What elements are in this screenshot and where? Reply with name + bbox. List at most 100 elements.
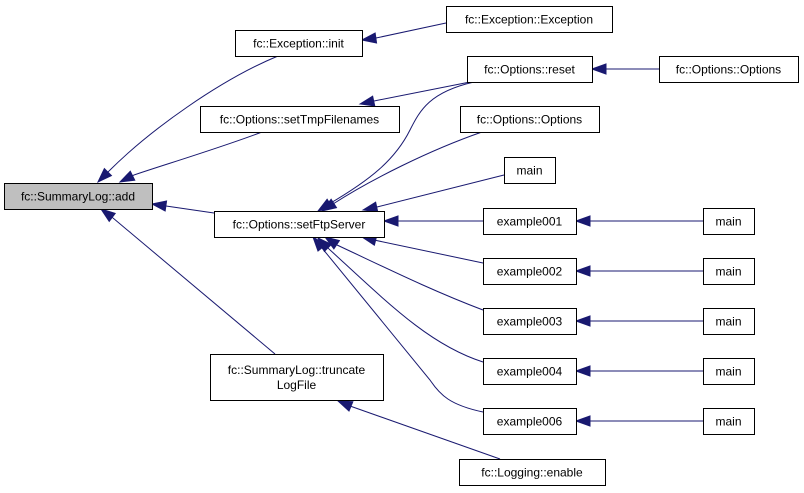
edge-ex002-to-set_ftp: [360, 234, 484, 264]
node-label: example003: [497, 315, 563, 329]
edge-line-end: [132, 174, 135, 177]
node-label: main: [715, 415, 741, 429]
node-main3[interactable]: main: [703, 308, 755, 335]
edge-truncate-to-add: [99, 208, 276, 355]
node-label: example002: [497, 265, 563, 279]
node-label: example004: [497, 365, 563, 379]
node-box[interactable]: [200, 106, 400, 133]
edge-line: [328, 81, 475, 205]
edge-ex006-to-set_ftp: [312, 235, 484, 413]
node-set-tmp[interactable]: fc::Options::setTmpFilenames: [200, 106, 400, 133]
node-ex001[interactable]: example001: [483, 208, 577, 235]
edge-exc_init-to-add: [96, 55, 279, 184]
arrowhead-icon: [336, 400, 354, 412]
edge-opt_reset-to-set_tmp: [358, 81, 471, 107]
node-main1[interactable]: main: [703, 208, 755, 235]
edge-opt_ctor1-to-opt_reset: [590, 63, 659, 75]
node-box[interactable]: [504, 157, 556, 184]
node-box[interactable]: [703, 408, 755, 435]
edge-log_enable-to-truncate: [336, 400, 501, 460]
node-label: main: [715, 315, 741, 329]
node-box[interactable]: [214, 211, 385, 238]
edge-line: [328, 248, 484, 363]
edge-ex001-to-set_ftp: [382, 215, 483, 227]
node-ex006[interactable]: example006: [483, 408, 577, 435]
node-box[interactable]: [4, 183, 153, 210]
node-box[interactable]: [210, 354, 384, 401]
edge-line-end: [107, 170, 110, 173]
node-label: main: [715, 265, 741, 279]
node-box[interactable]: [235, 30, 363, 57]
node-box[interactable]: [483, 308, 577, 335]
edge-line-end: [111, 216, 114, 219]
node-label: main: [715, 215, 741, 229]
node-box[interactable]: [483, 358, 577, 385]
node-box[interactable]: [703, 308, 755, 335]
node-label: fc::SummaryLog::truncate: [228, 363, 366, 377]
arrowhead-icon: [150, 200, 168, 212]
edge-line: [112, 217, 276, 355]
node-main4[interactable]: main: [703, 358, 755, 385]
edge-set_ftp-to-add: [150, 200, 215, 214]
node-ex002[interactable]: example002: [483, 258, 577, 285]
node-box[interactable]: [483, 258, 577, 285]
node-opt-ctor2[interactable]: fc::Options::Options: [460, 106, 600, 133]
node-box[interactable]: [659, 56, 799, 83]
node-set-ftp[interactable]: fc::Options::setFtpServer: [214, 211, 385, 238]
node-label: fc::Options::reset: [484, 63, 575, 77]
edge-line: [373, 239, 484, 264]
edge-main4-to-ex004: [574, 365, 703, 377]
edge-line: [165, 205, 215, 214]
node-label: example006: [497, 415, 563, 429]
node-label: fc::Options::setTmpFilenames: [220, 113, 379, 127]
edge-main1-to-ex001: [574, 215, 703, 227]
arrowhead-icon: [118, 170, 136, 183]
node-ex003[interactable]: example003: [483, 308, 577, 335]
node-main6[interactable]: main: [703, 408, 755, 435]
arrowhead-icon: [361, 201, 379, 213]
node-box[interactable]: [703, 258, 755, 285]
edge-line: [376, 174, 505, 208]
node-box[interactable]: [467, 56, 593, 83]
arrowhead-icon: [574, 315, 591, 327]
nodes-layer: fc::SummaryLog::addfc::Exception::initfc…: [4, 6, 799, 486]
node-box[interactable]: [483, 208, 577, 235]
node-label: fc::Logging::enable: [481, 466, 583, 480]
node-exc-init[interactable]: fc::Exception::init: [235, 30, 363, 57]
node-box[interactable]: [446, 6, 613, 33]
node-opt-reset[interactable]: fc::Options::reset: [467, 56, 593, 83]
node-opt-ctor1[interactable]: fc::Options::Options: [659, 56, 799, 83]
node-box[interactable]: [459, 459, 606, 486]
node-box[interactable]: [460, 106, 600, 133]
node-box[interactable]: [703, 208, 755, 235]
node-main2[interactable]: main: [703, 258, 755, 285]
node-box[interactable]: [483, 408, 577, 435]
node-label: example001: [497, 215, 563, 229]
node-label: fc::Exception::init: [253, 37, 344, 51]
edge-opt_ctor2-to-set_ftp: [320, 131, 483, 212]
edge-main6-to-ex006: [574, 415, 703, 427]
edge-line: [375, 22, 447, 39]
arrowhead-icon: [320, 198, 338, 212]
node-ex004[interactable]: example004: [483, 358, 577, 385]
node-label: fc::SummaryLog::add: [21, 190, 135, 204]
node-add[interactable]: fc::SummaryLog::add: [4, 183, 153, 210]
node-log-enable[interactable]: fc::Logging::enable: [459, 459, 606, 486]
node-label: fc::Options::setFtpServer: [233, 218, 366, 232]
edge-set_tmp-to-add: [118, 131, 263, 183]
arrowhead-icon: [360, 32, 378, 44]
edge-main2-to-ex002: [574, 265, 703, 277]
edge-ex003-to-set_ftp: [323, 236, 484, 311]
node-box[interactable]: [703, 358, 755, 385]
node-exc-ctor[interactable]: fc::Exception::Exception: [446, 6, 613, 33]
edge-main3-to-ex003: [574, 315, 703, 327]
arrowhead-icon: [574, 265, 591, 277]
arrowhead-icon: [590, 63, 607, 75]
node-label: fc::Options::Options: [477, 113, 582, 127]
arrowhead-icon: [99, 208, 117, 223]
edges-layer: [96, 22, 703, 460]
node-main0[interactable]: main: [504, 157, 556, 184]
edge-main0-to-set_ftp: [361, 174, 505, 213]
